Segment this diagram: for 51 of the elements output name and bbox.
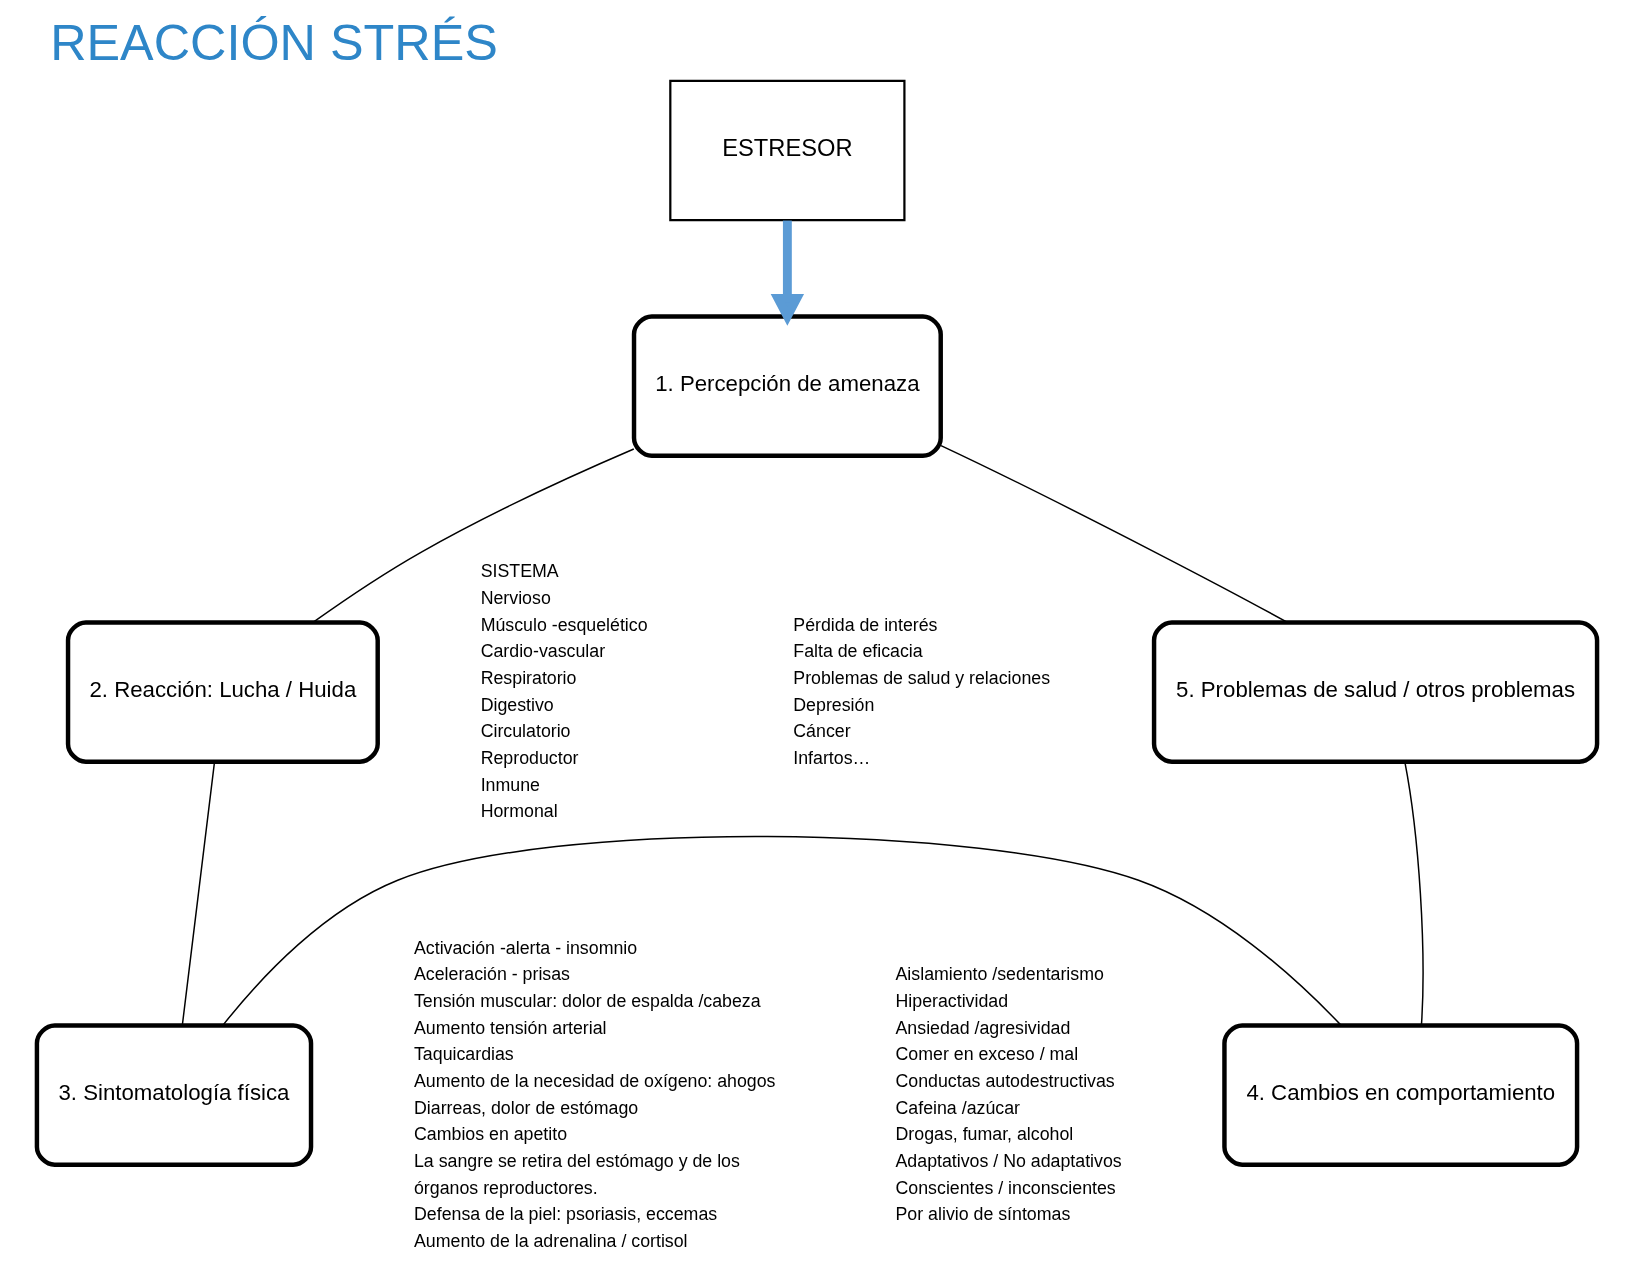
node-box: 3. Sintomatología física [34,1023,314,1167]
node-label: Defensa de la piel: psoriasis, eccemas [414,1204,718,1225]
connector [181,761,216,1026]
connector [1404,761,1424,1026]
node-label: Adaptativos / No adaptativos [895,1151,1122,1172]
node-label: Depresión [793,694,875,715]
node-label: Hiperactividad [895,991,1009,1012]
node-label: Cafeina /azúcar [895,1097,1020,1118]
node-label: Inmune [480,774,540,795]
node-label: Conductas autodestructivas [895,1071,1115,1092]
node-label: Músculo -esquelético [480,614,648,635]
node-box: 1. Percepción de amenaza [631,314,943,458]
node-label: Digestivo [480,694,554,715]
node-label: Aumento de la necesidad de oxígeno: ahogos [414,1071,776,1092]
node-label: Taquicardias [414,1044,514,1065]
node-label: Drogas, fumar, alcohol [895,1124,1074,1145]
connector [222,835,1342,1027]
node-box: ESTRESOR [669,79,906,222]
node-label: Hormonal [480,801,558,822]
node-label: Nervioso [480,588,551,609]
node-label: Circulatorio [480,721,571,742]
node-label: Cáncer [793,721,851,742]
node-label: Por alivio de síntomas [895,1204,1071,1225]
node-label: Aislamiento /sedentarismo [895,964,1104,985]
node-label: órganos reproductores. [414,1177,598,1198]
arrow [770,220,805,326]
node-label: Activación -alerta - insomnio [414,937,638,958]
node-label: Respiratorio [480,668,577,689]
node-label: Comer en exceso / mal [895,1044,1079,1065]
node-label: Ansiedad /agresividad [895,1017,1071,1038]
node-box: 5. Problemas de salud / otros problemas [1151,620,1600,764]
diagram-title: REACCIÓN STRÉS [50,14,498,72]
node-label: Pérdida de interés [793,614,938,635]
node-label: Falta de eficacia [793,641,923,662]
node-box: 4. Cambios en comportamiento [1222,1023,1580,1167]
node-label: Problemas de salud y relaciones [793,668,1051,689]
node-label: Conscientes / inconscientes [895,1177,1116,1198]
node-label: Reproductor [480,748,579,769]
node-label: Cardio-vascular [480,641,606,662]
node-label: SISTEMA [480,561,559,582]
node-label: Aumento tensión arterial [414,1017,607,1038]
node-label: La sangre se retira del estómago y de los [414,1151,740,1172]
node-label: Aumento de la adrenalina / cortisol [414,1231,688,1252]
connector [312,448,635,624]
connector [940,444,1288,623]
node-label: Cambios en apetito [414,1124,568,1145]
node-label: Aceleración - prisas [414,964,571,985]
node-label: Tensión muscular: dolor de espalda /cabeza [414,991,761,1012]
node-box: 2. Reacción: Lucha / Huida [65,620,380,764]
node-label: Diarreas, dolor de estómago [414,1097,639,1118]
node-label: Infartos… [793,748,871,769]
